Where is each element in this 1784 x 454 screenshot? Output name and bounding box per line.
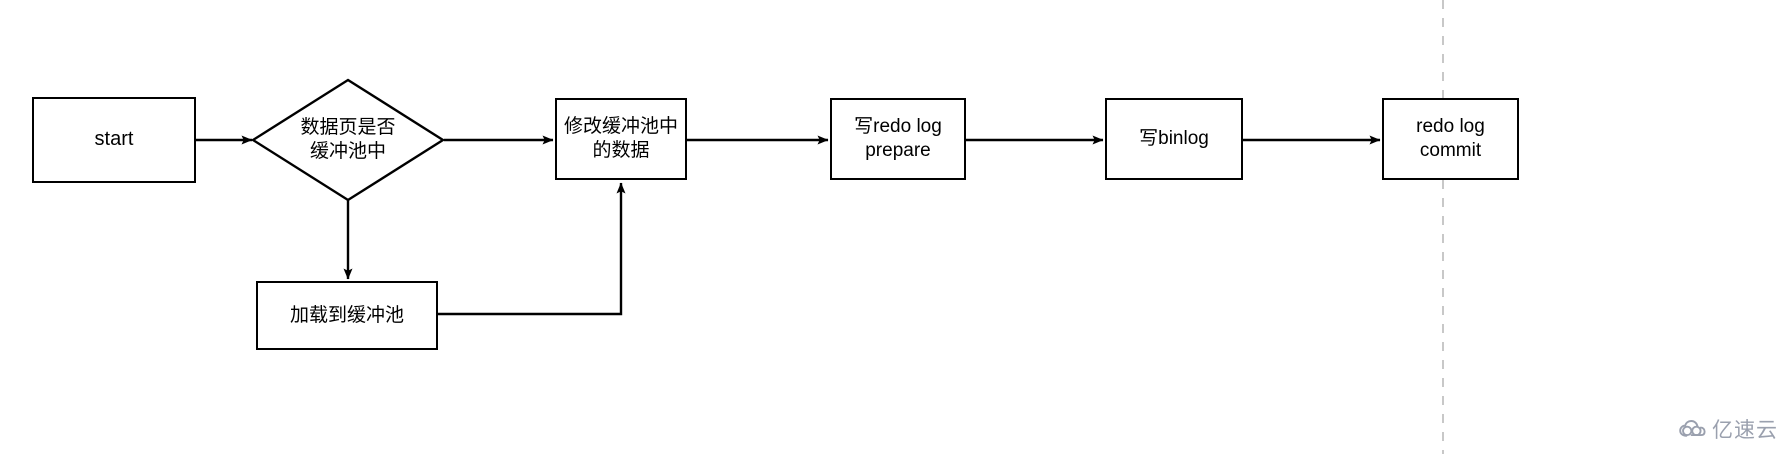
- node-modify-buffer-pool-label: 修改缓冲池中 的数据: [563, 116, 678, 161]
- node-write-binlog[interactable]: 写binlog: [1105, 98, 1243, 180]
- watermark: 亿速云: [1678, 414, 1778, 444]
- node-start[interactable]: start: [32, 97, 196, 183]
- edge-load-to-modify: [438, 182, 626, 316]
- node-redo-log-commit-label: redo log commit: [1416, 116, 1485, 161]
- node-modify-buffer-pool[interactable]: 修改缓冲池中 的数据: [555, 98, 687, 180]
- node-write-redo-log-prepare[interactable]: 写redo log prepare: [830, 98, 966, 180]
- node-check-buffer-pool[interactable]: 数据页是否 缓冲池中: [253, 80, 443, 200]
- cloud-icon: [1679, 420, 1706, 437]
- node-check-buffer-pool-label: 数据页是否 缓冲池中: [300, 117, 396, 162]
- node-write-binlog-label: 写binlog: [1139, 128, 1209, 150]
- watermark-text: 亿速云: [1712, 418, 1778, 442]
- node-redo-log-commit[interactable]: redo log commit: [1382, 98, 1519, 180]
- node-start-label: start: [94, 128, 134, 151]
- node-write-redo-log-prepare-label: 写redo log prepare: [854, 116, 942, 161]
- node-load-into-buffer-pool[interactable]: 加载到缓冲池: [256, 281, 438, 350]
- node-load-into-buffer-pool-label: 加载到缓冲池: [289, 304, 404, 326]
- decision-diamond-shape: [250, 78, 446, 202]
